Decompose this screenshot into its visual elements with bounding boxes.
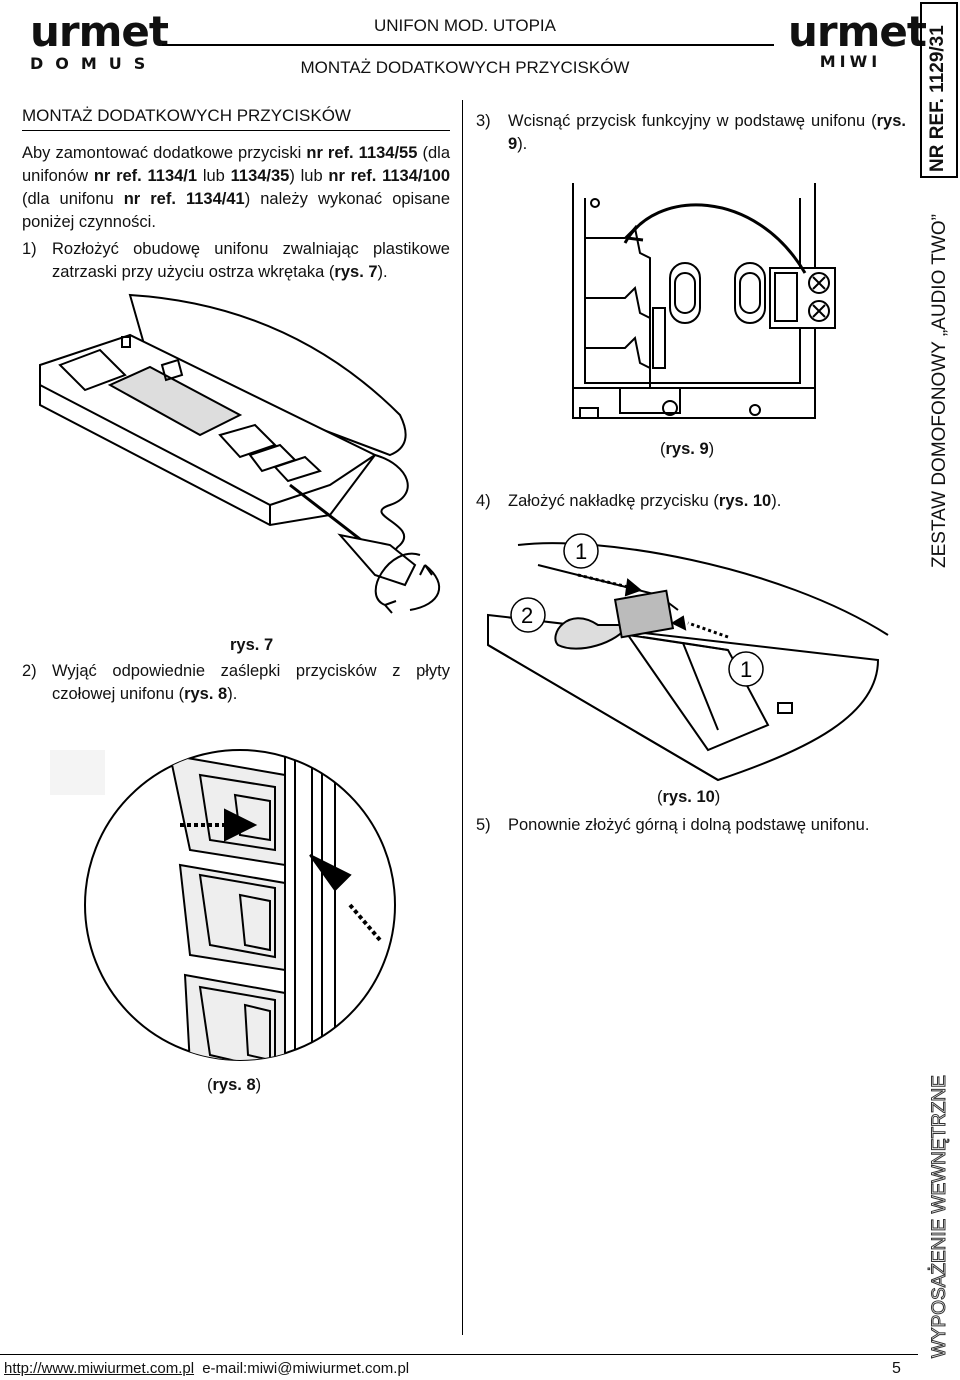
intro-text: ) należy wykonać opisane poniżej czynnoś… — [22, 190, 450, 231]
footer-rule — [0, 1354, 918, 1355]
caption-paren: ( — [660, 440, 666, 458]
figure-9-base-illustration — [572, 183, 836, 419]
figure-7-handset-illustration — [39, 293, 441, 614]
step-4-end: ). — [771, 492, 782, 510]
sidebar-category-label: WYPOSAŻENIE WEWNĘTRZNE — [929, 1075, 951, 1359]
step-3-text: Wcisnąć przycisk funkcyjny w podstawę un… — [508, 112, 877, 130]
sidebar-ref-label: NR REF. 1129/31 — [927, 25, 948, 172]
email-text: e-mail:miwi@miwiurmet.com.pl — [202, 1360, 410, 1377]
caption-paren: ) — [708, 440, 715, 458]
step-5-text: Ponownie złożyć górną i dolną podstawę u… — [508, 816, 870, 834]
step-5: 5) Ponownie złożyć górną i dolną podstaw… — [476, 814, 906, 837]
logo-sub-text-right: MIWI — [819, 52, 882, 71]
figure-7-caption: rys. 7 — [230, 636, 274, 654]
logo-urmet-domus: urmet DOMUS — [30, 7, 169, 74]
step-text: Rozłożyć obudowę unifonu zwalniając plas… — [52, 238, 450, 284]
logo-sub-text: DOMUS — [30, 54, 158, 73]
intro-text: (dla unifonów — [22, 144, 450, 185]
intro-text: lub — [197, 167, 231, 185]
step-text: Wcisnąć przycisk funkcyjny w podstawę un… — [508, 110, 906, 156]
step-number: 2) — [22, 662, 37, 680]
figure-ref: rys. 9 — [508, 112, 906, 153]
step-4-text: Założyć nakładkę przycisku ( — [508, 492, 719, 510]
caption-ref: rys. 9 — [665, 440, 709, 458]
figure-ref: rys. 10 — [718, 492, 772, 510]
figure-10-label: 1 — [740, 657, 752, 682]
website-link[interactable]: http://www.miwiurmet.com.pl — [4, 1360, 195, 1377]
ref-number: nr ref. 1134/1 — [93, 167, 198, 185]
step-2-text: Wyjąć odpowiednie zaślepki przycisków z … — [52, 662, 450, 703]
step-1: 1) Rozłożyć obudowę unifonu zwalniając p… — [22, 238, 450, 284]
step-text: Wyjąć odpowiednie zaślepki przycisków z … — [52, 660, 450, 706]
section-heading: MONTAŻ DODATKOWYCH PRZYCISKÓW — [22, 106, 351, 125]
figure-10-button-cover-illustration: 1 2 1 — [487, 533, 889, 782]
caption-ref: rys. 8 — [212, 1076, 256, 1094]
figure-9-caption: (rys. 9) — [660, 440, 714, 459]
intro-text: Aby zamontować dodatkowe przyciski — [22, 144, 307, 162]
caption-paren: ) — [255, 1076, 262, 1094]
step-3: 3) Wcisnąć przycisk funkcyjny w podstawę… — [476, 110, 906, 156]
figure-10-caption: (rys. 10) — [657, 788, 720, 807]
step-1-end: ). — [377, 263, 388, 281]
step-number: 5) — [476, 816, 491, 834]
section-title: MONTAŻ DODATKOWYCH PRZYCISKÓW — [300, 58, 630, 77]
step-4: 4) Założyć nakładkę przycisku (rys. 10). — [476, 490, 906, 513]
step-number: 3) — [476, 112, 491, 130]
logo-text-right: urmet — [788, 7, 927, 56]
ref-number: nr ref. 1134/100 — [328, 167, 451, 185]
column-divider — [462, 100, 463, 1335]
ref-number: nr ref. 1134/41 — [123, 190, 245, 208]
intro-paragraph: Aby zamontować dodatkowe przyciski nr re… — [22, 142, 450, 234]
footer-links: http://www.miwiurmet.com.pl e-mail:miwi@… — [4, 1360, 409, 1377]
figure-8-button-caps-illustration — [50, 749, 396, 1061]
product-title: UNIFON MOD. UTOPIA — [374, 16, 556, 35]
figure-ref: rys. 7 — [334, 263, 378, 281]
left-column: MONTAŻ DODATKOWYCH PRZYCISKÓW Aby zamont… — [22, 106, 450, 284]
figure-10-label: 1 — [575, 539, 587, 564]
figure-10-label: 2 — [521, 603, 533, 628]
caption-ref: rys. 10 — [662, 788, 715, 806]
step-2: 2) Wyjąć odpowiednie zaślepki przycisków… — [22, 660, 450, 706]
step-1-text: Rozłożyć obudowę unifonu zwalniając plas… — [52, 240, 450, 281]
intro-text: ) lub — [289, 167, 329, 185]
ref-number: 1134/35 — [230, 167, 290, 185]
step-text: Założyć nakładkę przycisku (rys. 10). — [508, 490, 781, 513]
sidebar-system-label: ZESTAW DOMOFONOWY „AUDIO TWO” — [929, 214, 950, 568]
step-number: 1) — [22, 240, 37, 258]
ref-number: nr ref. 1134/55 — [306, 144, 418, 162]
page-number: 5 — [892, 1360, 901, 1377]
caption-paren: ( — [207, 1076, 213, 1094]
sidebar-ref-box — [920, 2, 958, 178]
figure-ref: rys. 8 — [184, 685, 228, 703]
caption-paren: ) — [714, 788, 721, 806]
logo-text: urmet — [30, 7, 169, 56]
caption-paren: ( — [657, 788, 663, 806]
header-rule — [162, 44, 774, 46]
step-number: 4) — [476, 492, 491, 510]
logo-urmet-miwi: urmet MIWI — [788, 7, 927, 72]
heading-underline — [22, 130, 450, 131]
step-2-end: ). — [227, 685, 238, 703]
intro-text: (dla unifonu — [22, 190, 124, 208]
step-3-end: ). — [517, 135, 528, 153]
figure-8-caption: (rys. 8) — [207, 1076, 261, 1095]
